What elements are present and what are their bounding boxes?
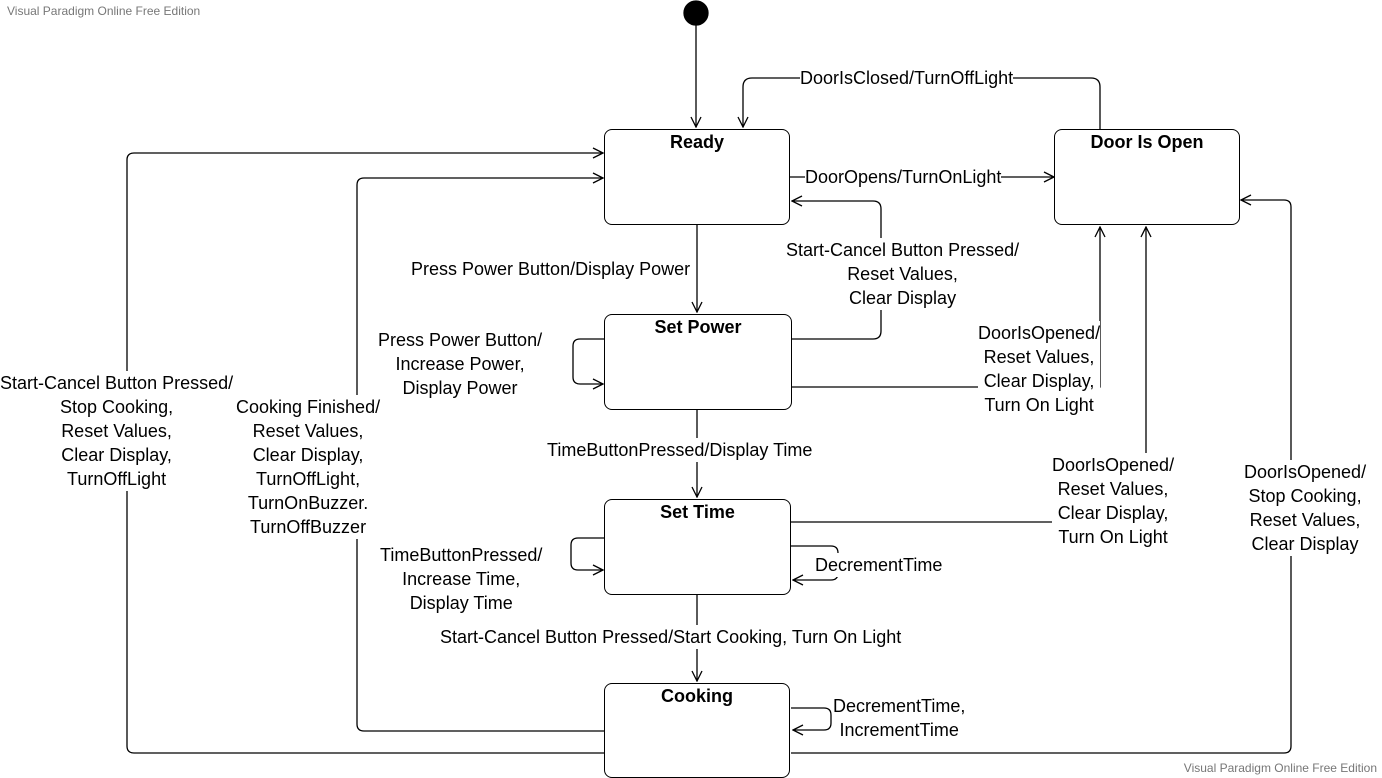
- label-line: Clear Display,: [1057, 503, 1169, 523]
- label-line: Start-Cancel Button Pressed/: [0, 373, 234, 393]
- state-set-power[interactable]: Set Power: [604, 314, 792, 410]
- label-line: TurnOffBuzzer: [250, 517, 367, 537]
- label-line: Press Power Button/Display Power: [411, 259, 691, 279]
- label-line: Cooking Finished/: [236, 397, 381, 417]
- label-line: DoorIsOpened/: [978, 323, 1101, 343]
- label-cooking-self-loop: DecrementTime, IncrementTime: [833, 694, 966, 742]
- edge-power-self-loop: [572, 338, 605, 384]
- label-line: TurnOnBuzzer.: [247, 493, 369, 513]
- label-line: Stop Cooking,: [1248, 486, 1362, 506]
- label-line: Display Power: [402, 378, 518, 398]
- label-line: DoorOpens/TurnOnLight: [805, 167, 1002, 187]
- label-line: Clear Display,: [252, 445, 364, 465]
- label-line: Reset Values,: [61, 421, 172, 441]
- label-line: Reset Values,: [983, 347, 1095, 367]
- label-line: Increase Time,: [402, 569, 521, 589]
- label-line: Turn On Light: [1058, 527, 1168, 547]
- watermark-top-left: Visual Paradigm Online Free Edition: [7, 4, 201, 18]
- label-line: DoorIsOpened/: [1244, 462, 1367, 482]
- label-line: Press Power Button/: [378, 330, 543, 350]
- label-line: Clear Display: [849, 288, 957, 308]
- label-line: DoorIsOpened/: [1052, 455, 1175, 475]
- label-power-self-loop: Press Power Button/ Increase Power, Disp…: [378, 328, 543, 400]
- state-set-power-title: Set Power: [654, 317, 742, 337]
- label-line: TimeButtonPressed/Display Time: [547, 440, 813, 460]
- label-line: TurnOffLight: [67, 469, 167, 489]
- label-door-opened-set-power: DoorIsOpened/ Reset Values, Clear Displa…: [978, 321, 1101, 417]
- label-line: Clear Display,: [983, 371, 1095, 391]
- label-time-self-loop: TimeButtonPressed/ Increase Time, Displa…: [380, 543, 543, 615]
- label-line: Increase Power,: [395, 354, 525, 374]
- label-line: IncrementTime: [839, 720, 959, 740]
- label-door-opened-set-time: DoorIsOpened/ Reset Values, Clear Displa…: [1052, 453, 1175, 549]
- label-line: DecrementTime: [815, 555, 943, 575]
- state-door-open[interactable]: Door Is Open: [1054, 129, 1240, 225]
- label-line: TimeButtonPressed/: [380, 545, 543, 565]
- label-line: DecrementTime,: [833, 696, 966, 716]
- watermark-bottom-right: Visual Paradigm Online Free Edition: [1183, 761, 1377, 775]
- edge-time-self-loop: [570, 537, 605, 570]
- label-line: Start-Cancel Button Pressed/Start Cookin…: [440, 627, 902, 647]
- label-door-opens: DoorOpens/TurnOnLight: [805, 165, 1002, 189]
- label-line: Turn On Light: [984, 395, 1094, 415]
- label-press-power: Press Power Button/Display Power: [411, 257, 691, 281]
- label-cancel-set-power: Start-Cancel Button Pressed/ Reset Value…: [786, 238, 1020, 310]
- label-line: Reset Values,: [1057, 479, 1169, 499]
- state-ready[interactable]: Ready: [604, 129, 790, 225]
- label-door-closed: DoorIsClosed/TurnOffLight: [800, 66, 1014, 90]
- label-cooking-finished: Cooking Finished/ Reset Values, Clear Di…: [236, 395, 381, 539]
- label-line: Clear Display,: [61, 445, 172, 465]
- initial-state-dot: [683, 0, 709, 26]
- edge-cooking-self-loop: [791, 707, 832, 730]
- label-line: Clear Display: [1251, 534, 1359, 554]
- state-door-open-title: Door Is Open: [1090, 132, 1204, 152]
- label-door-opened-cooking: DoorIsOpened/ Stop Cooking, Reset Values…: [1244, 460, 1367, 556]
- label-line: Display Time: [409, 593, 513, 613]
- state-cooking-title: Cooking: [661, 686, 733, 706]
- label-decrement-time: DecrementTime: [815, 553, 943, 577]
- label-line: DoorIsClosed/TurnOffLight: [800, 68, 1014, 88]
- label-line: Stop Cooking,: [60, 397, 174, 417]
- state-ready-title: Ready: [669, 132, 725, 152]
- label-time-button: TimeButtonPressed/Display Time: [547, 438, 813, 462]
- state-set-time[interactable]: Set Time: [604, 499, 791, 595]
- state-cooking[interactable]: Cooking: [604, 683, 790, 778]
- label-line: Reset Values,: [847, 264, 958, 284]
- label-line: Reset Values,: [1249, 510, 1361, 530]
- label-line: Reset Values,: [252, 421, 364, 441]
- state-set-time-title: Set Time: [660, 502, 735, 522]
- label-start-cooking: Start-Cancel Button Pressed/Start Cookin…: [440, 625, 902, 649]
- label-line: Start-Cancel Button Pressed/: [786, 240, 1020, 260]
- label-line: TurnOffLight,: [256, 469, 361, 489]
- label-cancel-cooking: Start-Cancel Button Pressed/ Stop Cookin…: [0, 371, 234, 491]
